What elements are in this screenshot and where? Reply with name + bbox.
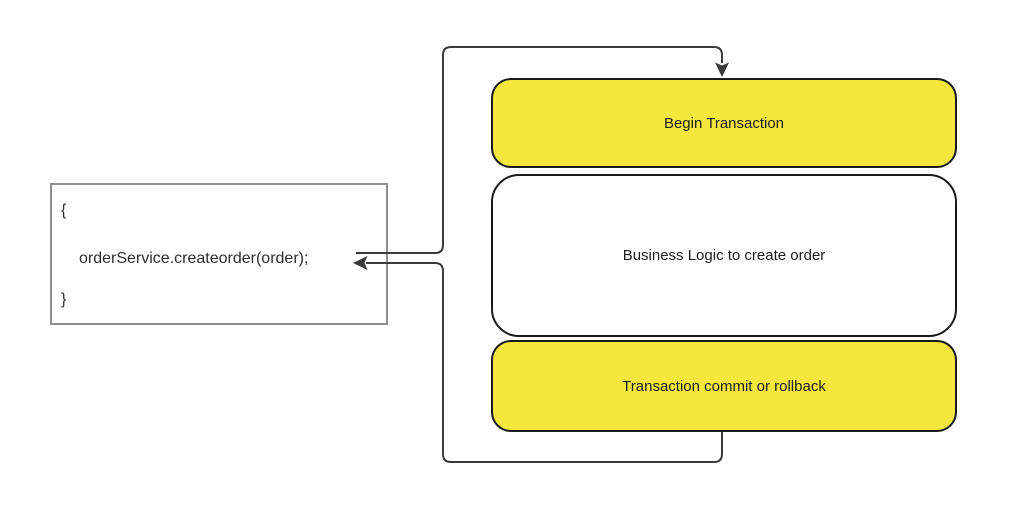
node-begin-transaction: Begin Transaction: [491, 78, 957, 168]
code-statement: orderService.createorder(order);: [79, 250, 309, 267]
code-open-brace: {: [61, 202, 67, 219]
node-business-logic: Business Logic to create order: [491, 174, 957, 337]
call-arrowhead-down-icon: [715, 62, 729, 77]
code-close-brace: }: [61, 290, 67, 308]
code-box: { orderService.createorder(order); }: [50, 183, 388, 325]
node-transaction-commit-rollback: Transaction commit or rollback: [491, 340, 957, 432]
